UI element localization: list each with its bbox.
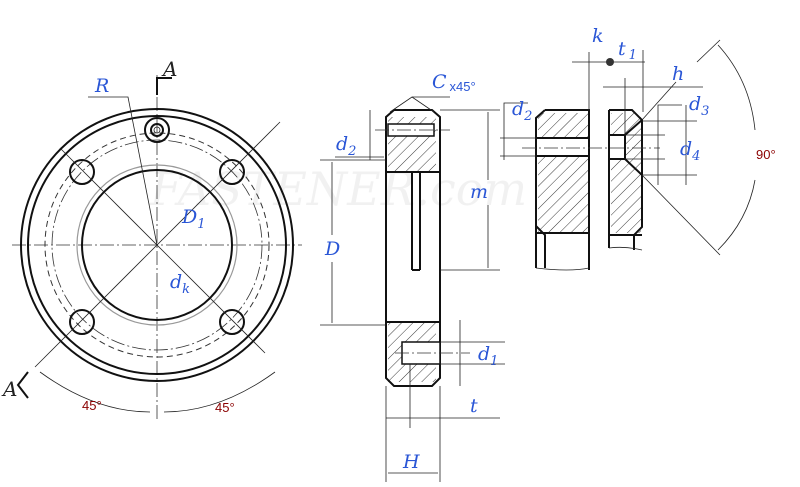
dk-label: dk — [170, 271, 190, 297]
D1-label: D1 — [181, 206, 206, 232]
h-label: h — [672, 63, 684, 85]
watermark: FASTENER.com — [149, 162, 527, 216]
k-label: k — [592, 25, 604, 47]
t-label: t — [470, 395, 478, 417]
front-view — [12, 75, 302, 420]
radius-label: R — [94, 75, 109, 97]
section-mark-top: A — [161, 57, 177, 81]
m-label: m — [470, 181, 488, 203]
D-label: D — [324, 238, 340, 260]
d2-label-section: d2 — [336, 133, 356, 159]
section-mark-left: A — [1, 377, 17, 401]
d2-label-detail: d2 — [512, 98, 532, 124]
detail-view — [500, 39, 756, 271]
angle-45-left: 45° — [82, 398, 102, 413]
angle-45-right: 45° — [215, 400, 235, 415]
d3-label: d3 — [689, 93, 709, 119]
angle-90-label: 90° — [756, 147, 776, 162]
H-label: H — [402, 451, 420, 473]
section-view — [320, 96, 505, 482]
d4-label: d4 — [680, 138, 700, 164]
d1-label: d1 — [478, 343, 498, 369]
